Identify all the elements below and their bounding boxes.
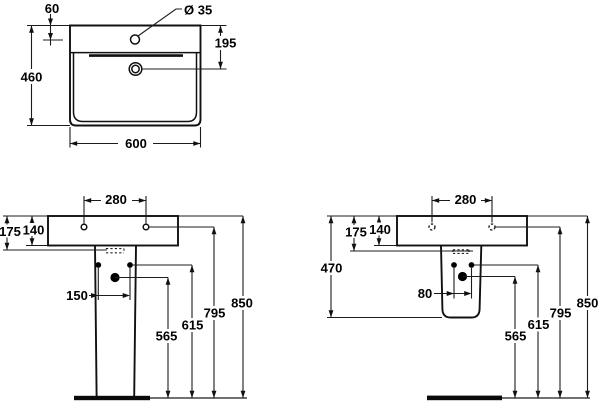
dim-width: 600: [69, 127, 202, 151]
plan-basin-outline: [69, 24, 202, 127]
dim-pedestal-hole-height-label: 615: [182, 318, 204, 333]
dim-semi-fixing-spacing: 80: [418, 268, 473, 301]
pedestal-basin-body: [47, 215, 179, 247]
pedestal-right-edge: [133, 244, 137, 397]
front-view-pedestal: 280 175 140 150: [0, 192, 257, 401]
dim-drain-height: 565: [462, 275, 530, 399]
hidden-outlet: [105, 248, 125, 254]
dim-semi-pedestal-height-label: 470: [321, 261, 343, 276]
front-view-semi-pedestal: 280 175 140 470: [318, 192, 600, 401]
dim-tap-offset-label: 60: [45, 1, 59, 16]
dim-tap-to-drain: 195: [142, 24, 241, 70]
dim-rim-height: 850: [574, 215, 600, 399]
semi-fixing-dot-right: [468, 262, 475, 268]
semi-fixing-dot-left: [451, 262, 457, 268]
dim-rim-to-underside-label: 175: [0, 224, 21, 239]
dim-pedestal-hole-height: 615: [133, 264, 207, 399]
dim-rim-height-label: 850: [577, 296, 599, 311]
plan-view: Ø 35 60 460 195: [17, 1, 241, 151]
drain-hole-inner: [131, 64, 140, 74]
dim-fixing-spacing-label: 280: [455, 192, 477, 207]
dim-fixing-hole-height-label: 795: [550, 306, 572, 321]
dim-fixing-spacing: 280: [83, 192, 147, 224]
dim-rim-to-underside: 175: [344, 215, 473, 252]
dim-fixing-spacing-label: 280: [105, 192, 127, 207]
dim-semi-fixing-spacing-label: 80: [418, 286, 432, 301]
dim-tap-diameter-label: Ø 35: [184, 3, 212, 18]
pedestal-fixing-dot-right: [127, 262, 133, 268]
dim-drain-height-label: 565: [156, 329, 178, 344]
dim-rim-to-underside-label: 175: [345, 225, 367, 240]
fixing-hole-left-hidden: [428, 223, 436, 231]
fixing-hole-left: [80, 223, 88, 231]
dim-rim-to-body-bottom: 140: [21, 215, 48, 247]
dim-tap-offset: 60: [27, 1, 70, 46]
dim-fixing-hole-height: 795: [495, 226, 575, 399]
dim-rim-to-body-bottom-label: 140: [23, 223, 45, 238]
dim-depth-label: 460: [21, 70, 43, 85]
floor-marker-plate: [427, 395, 502, 401]
tap-hole: [129, 34, 141, 45]
dim-fixing-hole-height: 795: [149, 226, 229, 399]
dim-rim-to-underside: 175: [0, 215, 105, 251]
dim-width-label: 600: [125, 136, 147, 151]
dim-tap-to-drain-label: 195: [215, 36, 237, 51]
dim-drain-height: 565: [115, 276, 181, 399]
dim-rim-height-label: 850: [231, 296, 253, 311]
dim-pedestal-fixing-spacing: 150: [66, 268, 131, 303]
dim-fixing-spacing: 280: [431, 192, 493, 223]
plan-inner-bowl-outline: [72, 51, 198, 123]
dim-tap-diameter: Ø 35: [137, 3, 212, 37]
dim-rim-height: 850: [228, 215, 257, 399]
fixing-hole-right-hidden: [488, 223, 496, 231]
hidden-outlet: [452, 249, 470, 254]
fixing-hole-right: [142, 223, 150, 231]
pedestal-left-edge: [94, 244, 98, 397]
dim-pedestal-hole-height-label: 615: [528, 317, 550, 332]
pedestal-base-plate: [74, 395, 150, 401]
dim-depth: 460: [17, 25, 70, 127]
dim-fixing-hole-height-label: 795: [204, 306, 226, 321]
dim-pedestal-hole-height: 615: [474, 264, 553, 399]
dim-semi-pedestal-height: 470: [318, 215, 442, 319]
dim-pedestal-fixing-spacing-label: 150: [66, 288, 88, 303]
dim-rim-to-body-bottom: 140: [367, 215, 397, 247]
semi-basin-body: [396, 215, 528, 247]
semi-pedestal-outline: [440, 244, 483, 319]
dim-drain-height-label: 565: [505, 329, 527, 344]
pedestal-fixing-dot-left: [95, 262, 102, 268]
dim-rim-to-body-bottom-label: 140: [369, 222, 391, 237]
